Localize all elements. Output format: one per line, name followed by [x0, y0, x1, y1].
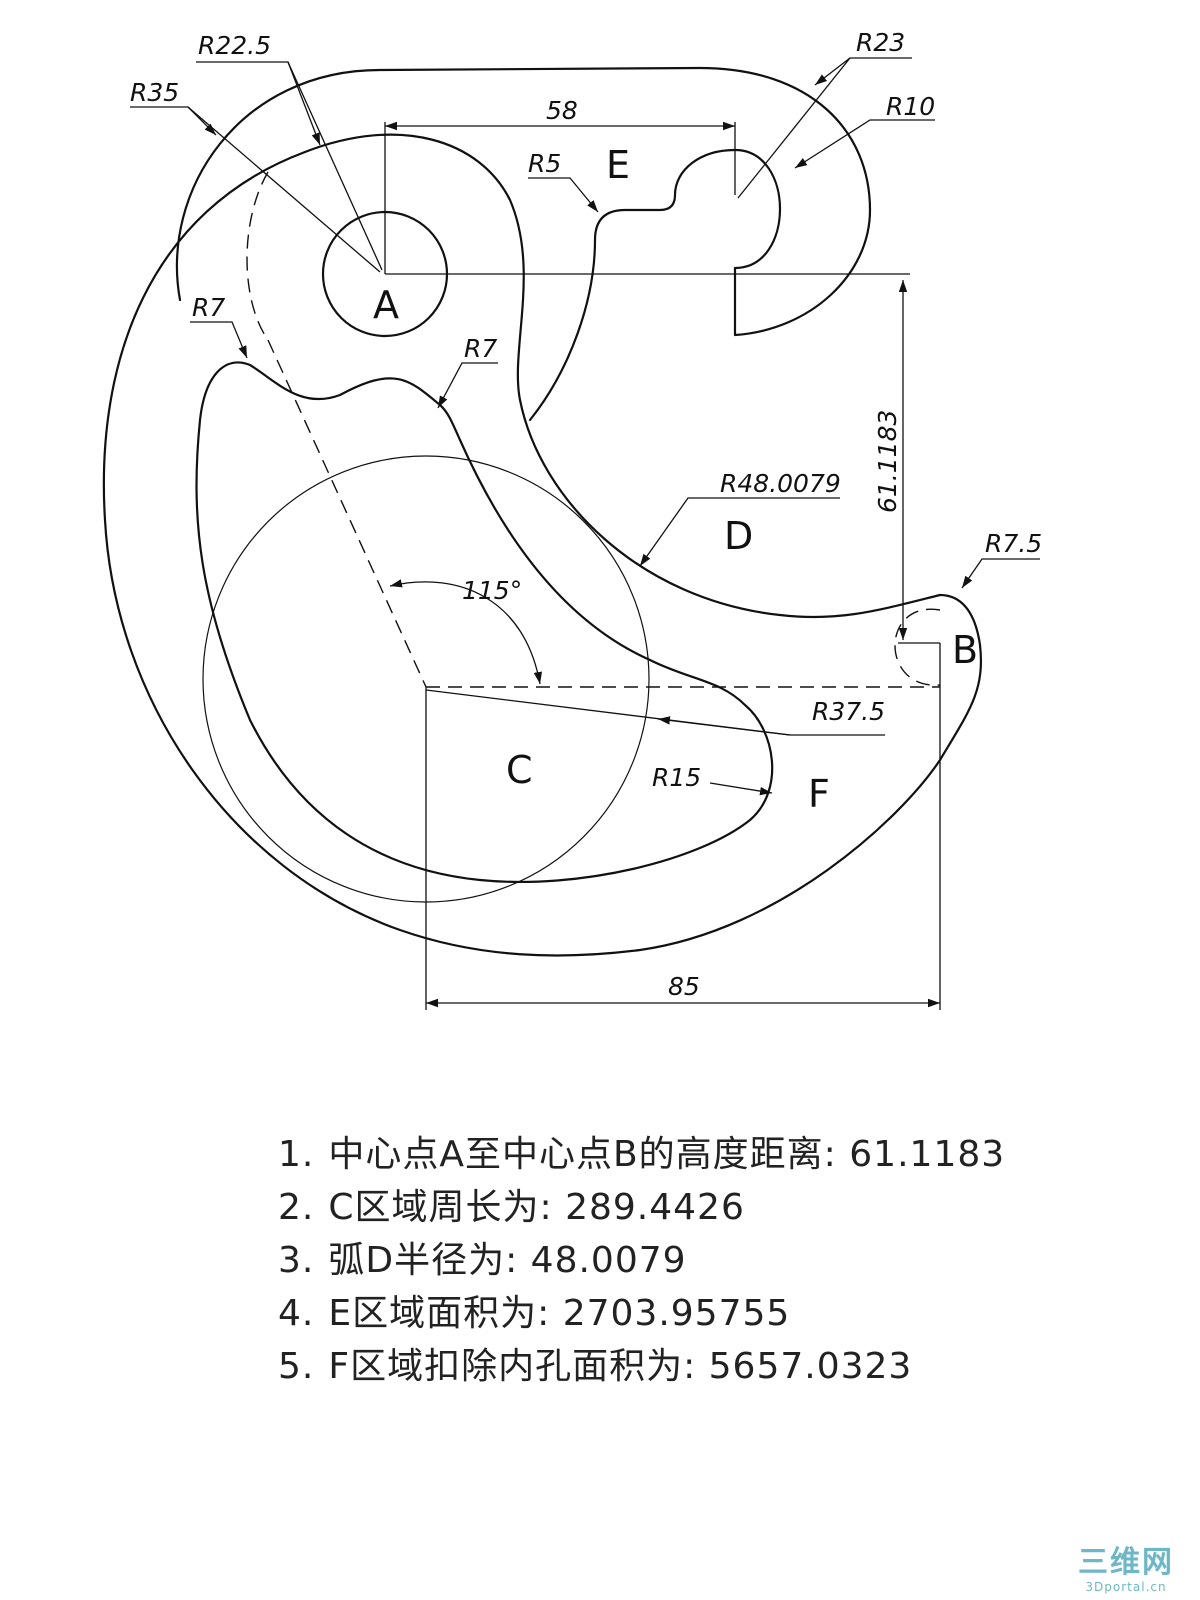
question-2: 2. C区域周长为: 289.4426	[278, 1181, 1005, 1234]
dim-r5: R5	[528, 149, 561, 178]
question-number: 3.	[278, 1240, 315, 1281]
outer-left-arc	[102, 150, 982, 957]
question-number: 5.	[278, 1346, 315, 1387]
question-list: 1. 中心点A至中心点B的高度距离: 61.1183 2. C区域周长为: 289.…	[278, 1128, 1005, 1393]
question-number: 2.	[278, 1187, 315, 1228]
dim-61: 61.1183	[873, 410, 902, 513]
leader-r7-5	[961, 558, 1040, 589]
question-number: 4.	[278, 1293, 315, 1334]
leader-r35	[130, 106, 381, 273]
leader-r37-5-arrow	[657, 716, 791, 736]
leader-r35-arrow	[187, 106, 217, 136]
zone-b: B	[952, 628, 978, 672]
inner-boss-arc	[303, 133, 942, 619]
dim-angle-115: 115°	[462, 576, 522, 605]
dim-r15: R15	[652, 763, 701, 792]
leader-r23-arrow	[814, 57, 851, 86]
leader-r10	[794, 119, 935, 169]
leader-r7-mid	[437, 362, 498, 409]
watermark-brand: 三维网	[1078, 1545, 1174, 1580]
leader-r23	[737, 57, 912, 199]
outer-hook-contour	[175, 66, 872, 422]
leader-r22-5	[196, 61, 383, 271]
question-value: 289.4426	[565, 1187, 745, 1228]
dim-r7-mid: R7	[464, 334, 497, 363]
zone-f: F	[808, 772, 830, 816]
zone-d: D	[724, 514, 753, 558]
dim-85: 85	[668, 972, 700, 1001]
leader-r22-arrow	[287, 61, 321, 146]
zone-c: C	[506, 748, 533, 792]
question-label: F区域扣除内孔面积为:	[328, 1346, 697, 1387]
question-label: C区域周长为:	[328, 1187, 553, 1228]
question-3: 3. 弧D半径为: 48.0079	[278, 1234, 1005, 1287]
question-4: 4. E区域面积为: 2703.95755	[278, 1287, 1005, 1340]
watermark-domain: 3Dportal.cn	[1085, 1580, 1167, 1594]
dashed-b-circle	[894, 608, 941, 686]
dim-r7-5: R7.5	[985, 529, 1042, 558]
leader-r7-left	[190, 321, 248, 359]
dim-r7-left: R7	[192, 293, 225, 322]
leader-r48	[639, 497, 840, 567]
dim-r22-5: R22.5	[198, 31, 271, 60]
dim-r48: R48.0079	[720, 469, 841, 498]
site-watermark: 三维网 3Dportal.cn	[1078, 1545, 1174, 1595]
question-value: 2703.95755	[562, 1293, 791, 1334]
leader-r5	[528, 177, 599, 213]
question-5: 5. F区域扣除内孔面积为: 5657.0323	[278, 1340, 1005, 1393]
question-1: 1. 中心点A至中心点B的高度距离: 61.1183	[278, 1128, 1005, 1181]
dim-58: 58	[546, 96, 578, 125]
question-label: 中心点A至中心点B的高度距离:	[328, 1134, 837, 1175]
dashed-r35-arc	[246, 171, 269, 341]
leader-r15	[709, 782, 773, 796]
dim-r37-5: R37.5	[812, 697, 885, 726]
question-label: E区域面积为:	[328, 1293, 551, 1334]
question-value: 61.1183	[849, 1134, 1006, 1175]
dim-r35: R35	[130, 78, 179, 107]
slot-f-contour	[195, 361, 774, 884]
question-label: 弧D半径为:	[328, 1240, 519, 1281]
dim-r23: R23	[856, 28, 905, 57]
question-number: 1.	[278, 1134, 315, 1175]
question-value: 5657.0323	[708, 1346, 913, 1387]
zone-a: A	[373, 283, 399, 327]
dim-r10: R10	[886, 92, 935, 121]
zone-e: E	[606, 143, 630, 187]
question-value: 48.0079	[530, 1240, 687, 1281]
angle-115-arc	[389, 579, 543, 685]
